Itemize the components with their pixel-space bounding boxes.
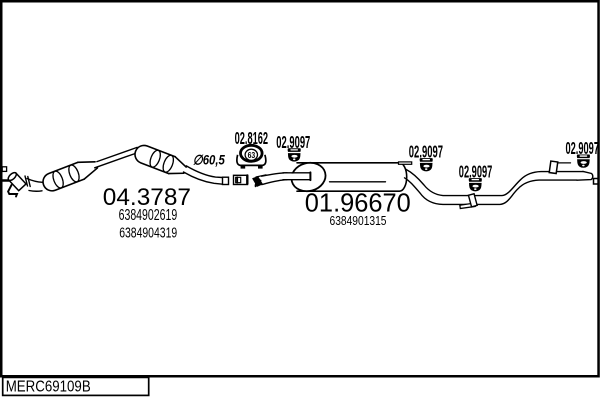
- svg-text:01.96670: 01.96670: [305, 190, 411, 218]
- svg-text:02.9097: 02.9097: [459, 162, 493, 182]
- svg-text:04.3787: 04.3787: [103, 184, 191, 211]
- svg-text:6384902619: 6384902619: [119, 207, 178, 224]
- svg-text:02.9097: 02.9097: [276, 132, 310, 152]
- svg-text:6384901315: 6384901315: [330, 213, 387, 228]
- svg-text:∅60,5: ∅60,5: [193, 152, 225, 167]
- svg-text:MERC69109B: MERC69109B: [6, 379, 91, 396]
- svg-text:02.8162: 02.8162: [235, 128, 269, 148]
- svg-text:02.9097: 02.9097: [409, 141, 443, 161]
- svg-text:02.9097: 02.9097: [566, 138, 600, 158]
- svg-text:63: 63: [248, 151, 256, 160]
- svg-text:6384904319: 6384904319: [119, 226, 177, 242]
